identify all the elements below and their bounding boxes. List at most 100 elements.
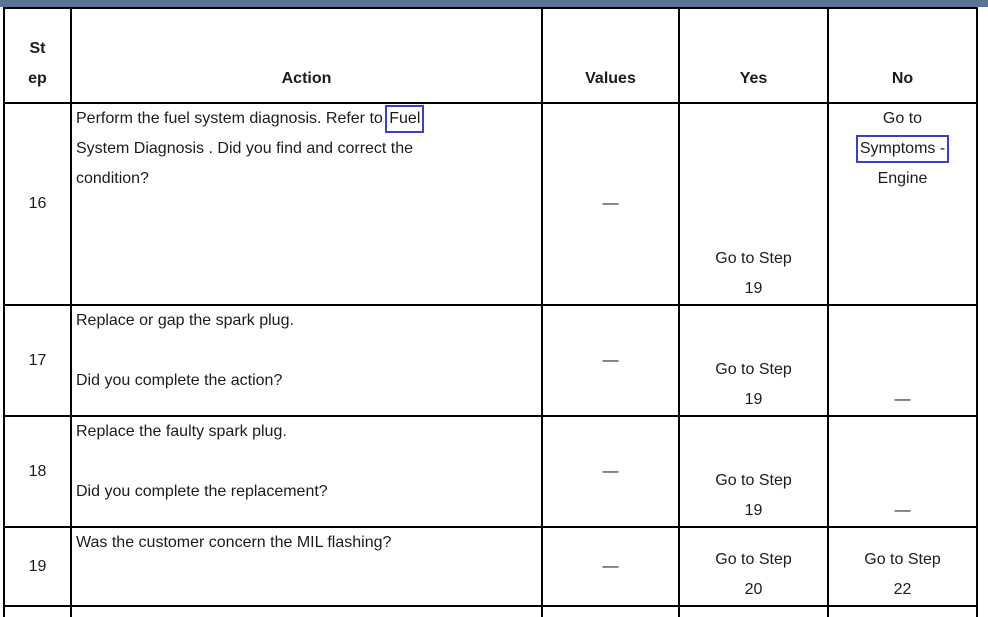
cell-18-step: 18: [3, 415, 72, 528]
cell-19-yes: Go to Step 20: [678, 526, 829, 607]
cell-17-yes: Go to Step 19: [678, 304, 829, 417]
fuel-system-diagnosis-link[interactable]: Fuel: [385, 105, 425, 133]
cell-line: Go to Step: [684, 355, 823, 385]
window-top-bar: [0, 0, 988, 7]
cell-line: 19: [684, 496, 823, 525]
cell-line: Was the customer concern the MIL flashin…: [76, 529, 537, 558]
cell-16-step: 16: [3, 102, 72, 306]
cell-text: 22: [893, 581, 912, 598]
cell-line: 19: [684, 274, 823, 303]
cell-18-no: —: [827, 415, 978, 528]
cell-line: Perform the fuel system diagnosis. Refer…: [76, 105, 537, 134]
cell-text: —: [602, 462, 619, 480]
cell-text: Go to Step: [715, 361, 792, 378]
symptoms-engine-link[interactable]: Symptoms -: [855, 135, 950, 163]
column-header-label: Values: [585, 70, 636, 87]
cell-line: Replace or gap the spark plug.: [76, 307, 537, 336]
column-header-step: St ep: [3, 7, 72, 104]
cell-text: Go to Step: [715, 250, 792, 267]
cell-partial-yes: [678, 605, 829, 617]
cell-text: —: [602, 557, 619, 575]
cell-text: 20: [744, 581, 763, 598]
cell-text: —: [602, 195, 619, 212]
column-header-action: Action: [70, 7, 543, 104]
cell-line: Go to Step: [684, 545, 823, 575]
cell-line: Symptoms -: [833, 134, 972, 164]
table-row-partial: [3, 605, 978, 617]
cell-16-values: —: [541, 102, 680, 306]
cell-line: —: [547, 346, 674, 376]
cell-text: Go to Step: [864, 551, 941, 568]
column-header-label: St: [29, 40, 46, 57]
cell-line: —: [833, 496, 972, 525]
cell-line: —: [547, 189, 674, 219]
cell-16-no: Go to Symptoms - Engine: [827, 102, 978, 306]
cell-17-action: Replace or gap the spark plug. Did you c…: [70, 304, 543, 417]
cell-text: —: [602, 351, 619, 369]
cell-line: Did you complete the action?: [76, 366, 537, 396]
column-header-no: No: [827, 7, 978, 104]
table-row-19: 19 Was the customer concern the MIL flash…: [3, 526, 978, 607]
cell-line: Did you complete the replacement?: [76, 477, 537, 507]
cell-line: System Diagnosis . Did you find and corr…: [76, 134, 537, 164]
cell-19-no: Go to Step 22: [827, 526, 978, 607]
cell-line: 19: [684, 385, 823, 414]
cell-text: 19: [744, 280, 763, 297]
header-row: St ep Action Values Yes No: [3, 7, 978, 104]
cell-text: Did you complete the action?: [76, 372, 283, 389]
cell-text: Go to Step: [715, 472, 792, 489]
column-header-label: No: [891, 70, 914, 87]
column-header-label: Action: [281, 70, 332, 87]
cell-text: Go to: [882, 110, 923, 127]
cell-19-values: —: [541, 526, 680, 607]
cell-line: Replace the faulty spark plug.: [76, 418, 537, 447]
cell-16-action: Perform the fuel system diagnosis. Refer…: [70, 102, 543, 306]
cell-19-action: Was the customer concern the MIL flashin…: [70, 526, 543, 607]
cell-line: 22: [833, 575, 972, 604]
cell-line: —: [833, 385, 972, 414]
cell-17-values: —: [541, 304, 680, 417]
cell-text: Replace or gap the spark plug.: [76, 312, 294, 329]
column-header-values: Values: [541, 7, 680, 104]
table-row-18: 18 Replace the faulty spark plug. Did you…: [3, 415, 978, 528]
cell-text: System Diagnosis . Did you find and corr…: [76, 140, 414, 157]
cell-18-action: Replace the faulty spark plug. Did you c…: [70, 415, 543, 528]
cell-text: Replace the faulty spark plug.: [76, 423, 287, 440]
cell-18-values: —: [541, 415, 680, 528]
cell-text: —: [894, 502, 911, 519]
cell-text: condition?: [76, 170, 149, 187]
step-number: 18: [28, 462, 47, 480]
cell-18-yes: Go to Step 19: [678, 415, 829, 528]
column-header-label: Yes: [739, 70, 768, 87]
cell-line: —: [547, 552, 674, 582]
cell-line: Go to Step: [833, 545, 972, 575]
cell-text: Was the customer concern the MIL flashin…: [76, 534, 392, 551]
cell-text: Engine: [877, 170, 928, 187]
cell-text: Did you complete the replacement?: [76, 483, 328, 500]
cell-19-step: 19: [3, 526, 72, 607]
cell-16-yes: Go to Step 19: [678, 102, 829, 306]
cell-line: Go to Step: [684, 466, 823, 496]
cell-line: —: [547, 457, 674, 487]
cell-partial-step: [3, 605, 72, 617]
cell-line: [76, 447, 537, 477]
cell-line: [76, 336, 537, 366]
step-number: 19: [28, 557, 47, 575]
cell-partial-values: [541, 605, 680, 617]
cell-17-step: 17: [3, 304, 72, 417]
column-header-label: ep: [28, 70, 47, 87]
cell-line: Go to: [833, 105, 972, 134]
cell-line: Go to Step: [684, 244, 823, 274]
cell-text: 19: [744, 502, 763, 519]
cell-partial-no: [827, 605, 978, 617]
cell-line: Engine: [833, 164, 972, 194]
cell-text: 19: [744, 391, 763, 408]
cell-line: 20: [684, 575, 823, 604]
cell-17-no: —: [827, 304, 978, 417]
column-header-yes: Yes: [678, 7, 829, 104]
